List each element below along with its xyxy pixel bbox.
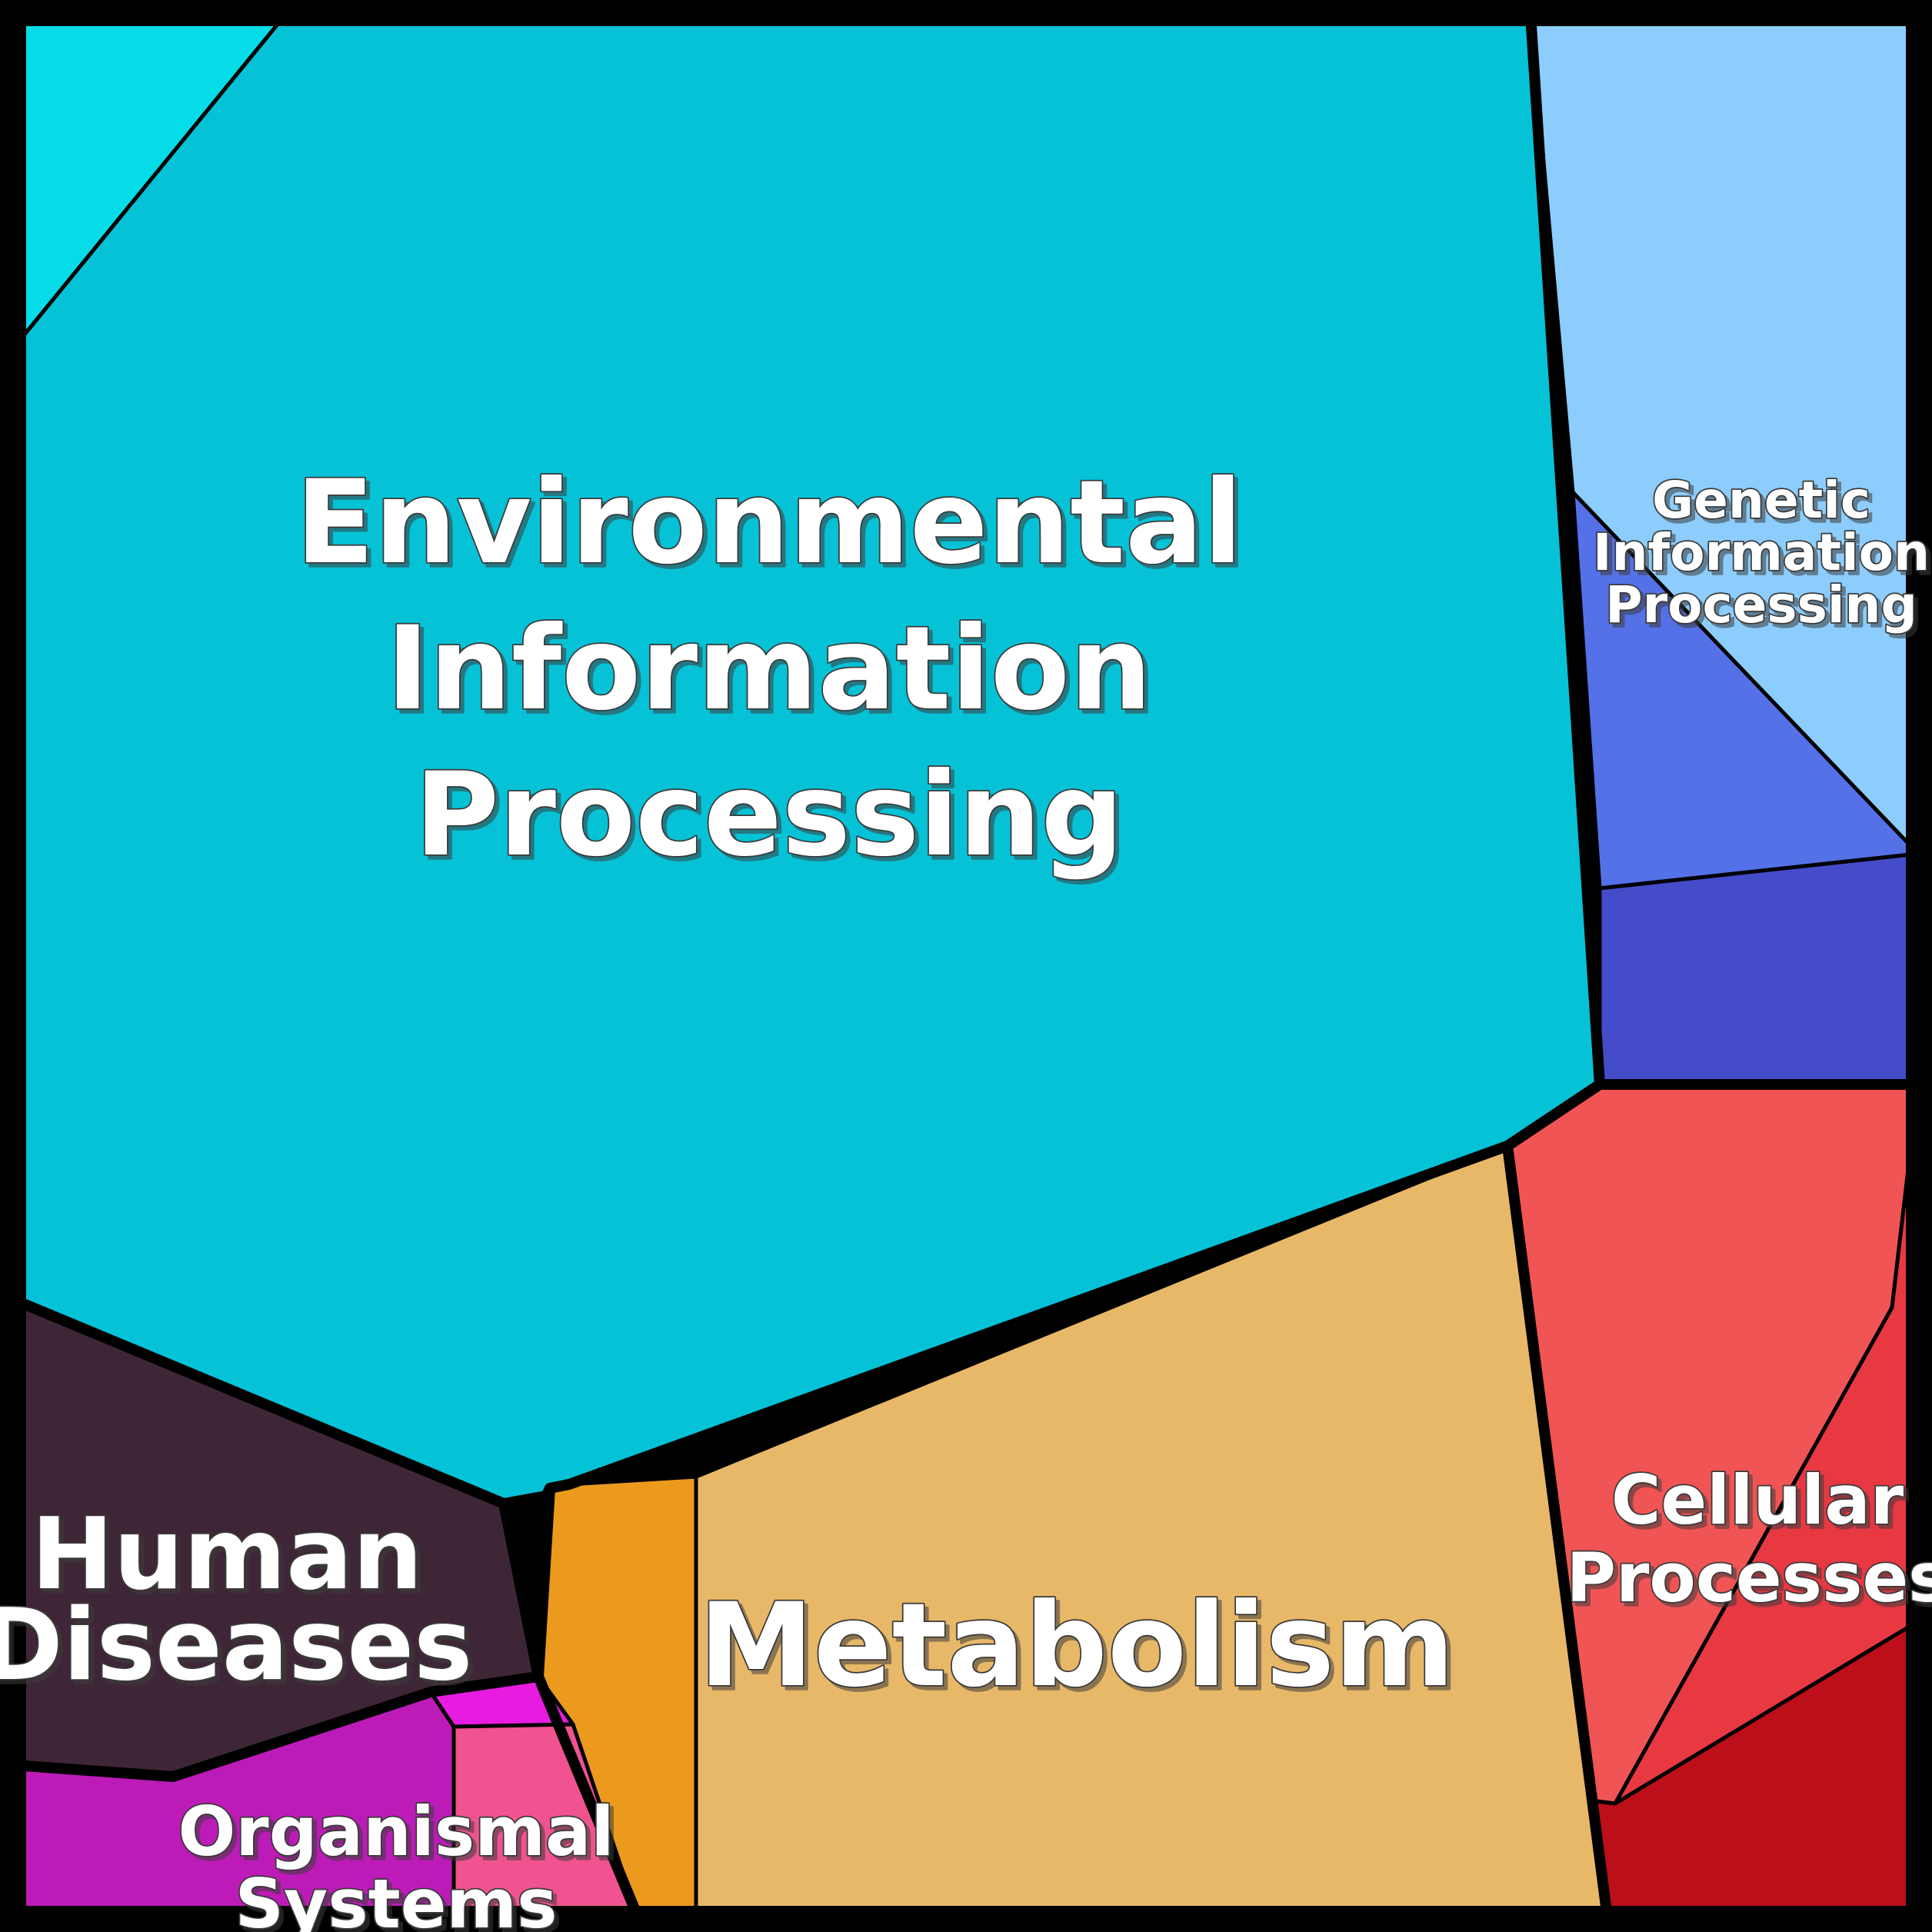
label-genetic-information-processing: Genetic Information Processing xyxy=(1591,469,1930,636)
cell-cellular-processes[interactable] xyxy=(1502,1079,1924,1924)
label-environmental-information-processing: Environmental Information Processing xyxy=(295,455,1244,884)
label-human-diseases: Human Diseases xyxy=(0,1496,474,1704)
label-genetic-line2: Information xyxy=(1593,523,1930,582)
label-cellular-line1: Cellular xyxy=(1611,1461,1904,1540)
label-organismal-line1: Organismal xyxy=(178,1792,614,1871)
label-metabolism: Metabolism xyxy=(698,1577,1456,1714)
label-cellular-processes: Cellular Processes xyxy=(1565,1459,1932,1619)
label-genetic-line3: Processing xyxy=(1605,575,1917,635)
label-environmental-line2: Information xyxy=(386,602,1151,736)
label-metabolism-line1: Metabolism xyxy=(699,1579,1455,1713)
subcell-genetic-c[interactable] xyxy=(1597,851,1920,1087)
label-genetic-line1: Genetic xyxy=(1652,471,1870,530)
label-organismal-systems: Organismal Systems xyxy=(177,1790,616,1932)
label-human-diseases-line2: Diseases xyxy=(0,1588,472,1703)
cell-organismal-systems[interactable] xyxy=(8,1671,644,1924)
label-human-diseases-line1: Human xyxy=(31,1497,422,1612)
label-environmental-line1: Environmental xyxy=(295,456,1242,590)
label-environmental-line3: Processing xyxy=(415,748,1124,882)
label-cellular-line2: Processes xyxy=(1566,1538,1932,1617)
label-organismal-line2: Systems xyxy=(235,1864,558,1932)
